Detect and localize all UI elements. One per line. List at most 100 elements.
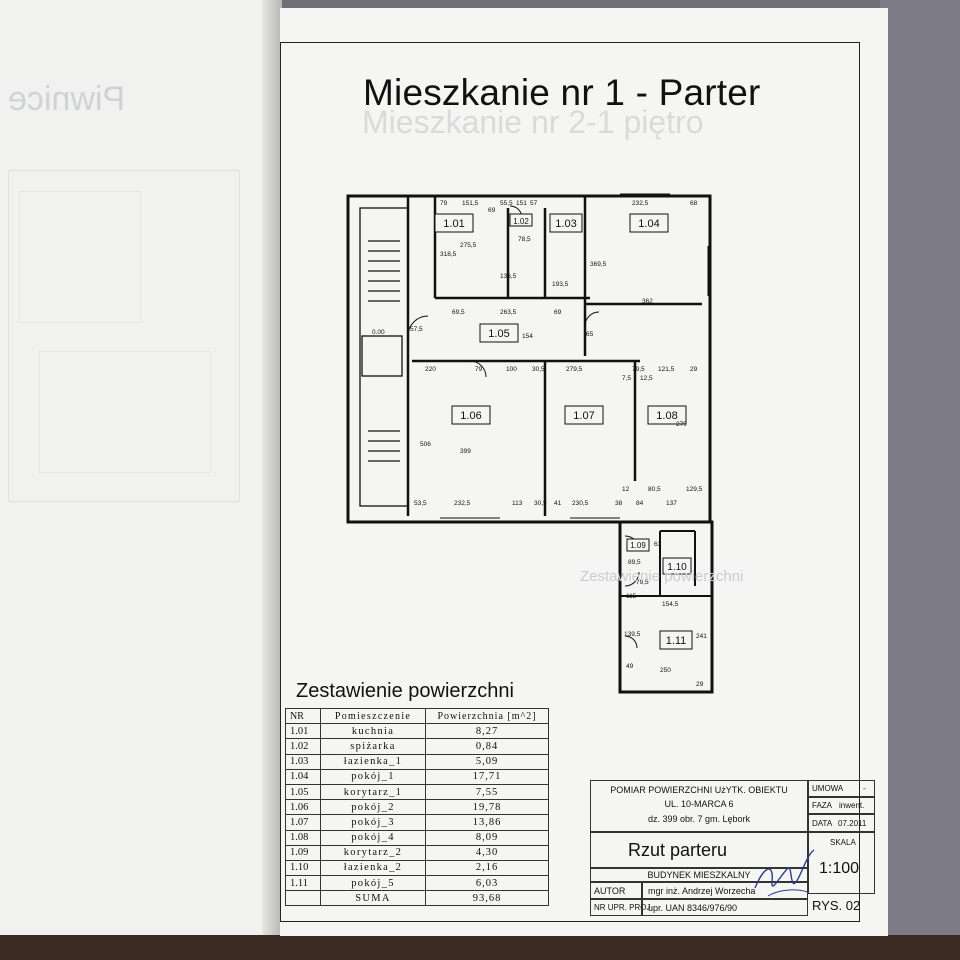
floor-plan: 1.01 1.02 1.03 1.04 1.05 1.06 1.07 1.08 …	[340, 186, 740, 711]
cell-nr: 1.09	[285, 844, 321, 861]
dim-label: 129,5	[686, 486, 703, 493]
dim-label: 79,5	[636, 579, 649, 586]
bleed-through-heading: Mieszkanie nr 2-1 piętro	[362, 104, 704, 140]
faza-value: inwent.	[839, 801, 865, 810]
total-label: SUMA	[320, 890, 426, 907]
total-value: 93,68	[425, 890, 549, 907]
drawing-title-box	[590, 832, 808, 868]
dim-label: 0.00	[372, 329, 385, 336]
stairwell	[359, 207, 409, 507]
dim-label: 151	[516, 200, 527, 207]
cell-area: 13,86	[425, 814, 549, 831]
cell-room: pokój_5	[320, 875, 426, 892]
dim-label: 49	[626, 663, 634, 670]
dim-label: 399	[460, 448, 471, 455]
background-fabric	[880, 0, 960, 960]
dim-label: 151,5	[462, 200, 479, 207]
cell-room: kuchnia	[320, 723, 426, 740]
umowa-box	[808, 780, 875, 797]
area-summary-title: Zestawienie powierzchni	[296, 680, 514, 702]
room-label-1-04: 1.04	[638, 218, 659, 230]
project-info-box	[590, 780, 808, 832]
cell-area: 17,71	[425, 768, 549, 785]
room-label-1-08: 1.08	[656, 410, 677, 422]
dim-label: 220	[425, 366, 436, 373]
dim-label: 57,5	[410, 326, 423, 333]
author-label-box	[590, 882, 642, 899]
license-value: upr. UAN 8346/976/90	[648, 903, 738, 913]
cell-room: pokój_4	[320, 829, 426, 846]
cell-nr: 1.10	[285, 859, 321, 877]
scale-value: 1:100	[819, 860, 860, 877]
dim-label: 250	[660, 667, 671, 674]
interior-walls	[406, 196, 702, 516]
author-label: AUTOR	[594, 886, 626, 896]
cell-room: pokój_3	[320, 814, 426, 831]
author-value-box	[642, 882, 808, 899]
book-spine	[262, 0, 282, 935]
cell-room: łazienka_2	[320, 859, 426, 877]
drawing-frame	[280, 42, 860, 922]
annex-walls	[620, 530, 712, 597]
dim-label: 362	[642, 298, 653, 305]
author-value: mgr inż. Andrzej Worzecha	[648, 886, 756, 896]
umowa-value: -	[863, 784, 866, 793]
room-label-1-01: 1.01	[443, 218, 464, 230]
cell-empty	[285, 890, 321, 907]
dim-label: 78,5	[518, 236, 531, 243]
cell-nr: 1.07	[285, 814, 321, 831]
cell-area: 4,30	[425, 844, 549, 861]
dim-label: 53,5	[414, 500, 427, 507]
dim-label: 65	[586, 331, 594, 338]
cell-area: 19,78	[425, 799, 549, 816]
cell-room: korytarz_1	[320, 783, 426, 801]
cell-area: 2,16	[425, 859, 549, 877]
room-label-1-05: 1.05	[488, 328, 509, 340]
dim-label: 263,5	[500, 309, 517, 316]
license-label: NR UPR. PROJ.	[594, 903, 653, 912]
dim-label: 7,5	[622, 375, 631, 382]
dim-label: 89,5	[628, 559, 641, 566]
cell-nr: 1.06	[285, 799, 321, 816]
dim-label: 69	[554, 309, 562, 316]
room-label-1-09: 1.09	[630, 541, 646, 550]
umowa-label: UMOWA	[812, 784, 844, 793]
dim-label: 38	[615, 500, 623, 507]
dim-label: 12	[622, 486, 630, 493]
document-page: Mieszkanie nr 2-1 piętro Mieszkanie nr 1…	[280, 8, 888, 936]
dimension-labels: 79 151,5 69 55,5 151 57 232,5 68 275,5 7…	[372, 200, 707, 688]
room-label-1-10: 1.10	[667, 562, 687, 573]
dim-label: 80,5	[648, 486, 661, 493]
scale-box	[808, 832, 875, 894]
dim-label: 29	[690, 366, 698, 373]
dim-label: 193,5	[552, 281, 569, 288]
room-label-1-11: 1.11	[666, 635, 687, 647]
dim-label: 29	[696, 681, 704, 688]
dim-label: 63	[654, 541, 662, 548]
dim-label: 121,5	[658, 366, 675, 373]
cell-area: 6,03	[425, 875, 549, 892]
dim-label: 68	[690, 200, 698, 207]
left-page: Piwnice	[0, 0, 282, 935]
cell-room: pokój_1	[320, 768, 426, 785]
cell-nr: 1.04	[285, 768, 321, 785]
column-header-area: Powierzchnia [m^2]	[425, 707, 549, 725]
building-box	[590, 868, 808, 882]
data-value: 07.2011	[838, 819, 867, 828]
signature-mark	[754, 849, 815, 897]
room-label-1-02: 1.02	[513, 217, 529, 226]
scale-label: SKALA	[830, 838, 856, 847]
dim-label: 41	[554, 500, 562, 507]
cell-nr: 1.03	[285, 753, 321, 770]
dim-label: 154,5	[662, 601, 679, 608]
dim-label: 55,5	[500, 200, 513, 207]
faza-box	[808, 797, 875, 814]
background-table	[0, 935, 960, 960]
cell-nr: 1.11	[285, 875, 321, 892]
